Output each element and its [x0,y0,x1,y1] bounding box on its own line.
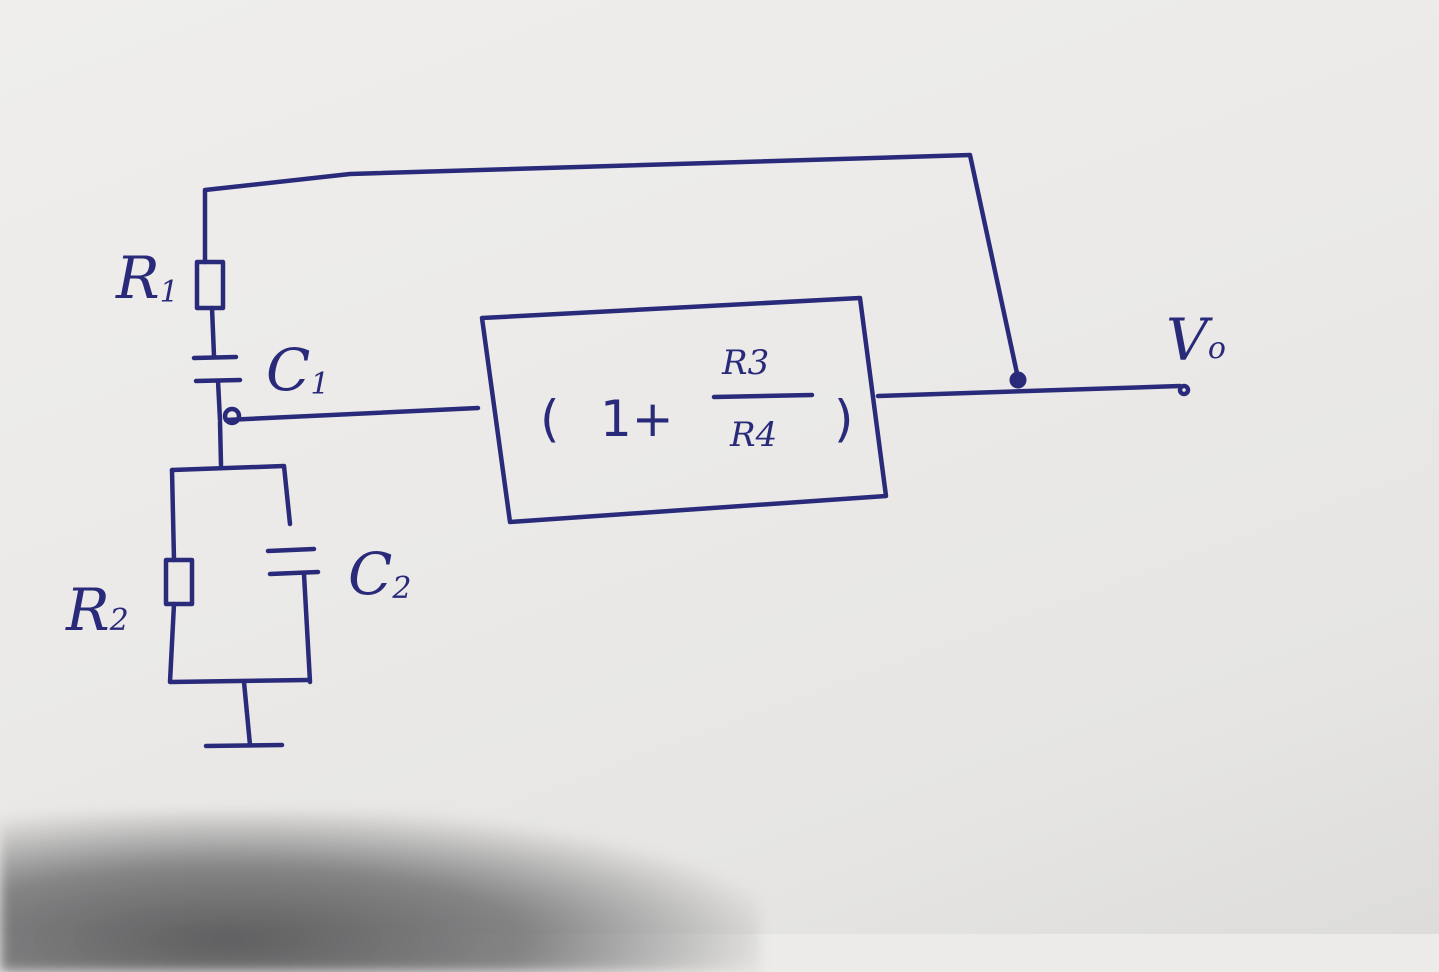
formula-fraction-bar [711,392,815,400]
label-r2: R2 [65,576,129,644]
resistor-r1 [194,259,226,311]
formula-denominator: R4 [729,415,777,455]
amplifier-box [479,295,889,525]
label-r1: R1 [115,244,179,312]
formula-one-plus: 1+ [600,390,674,448]
wire-c2-bottom [301,571,313,685]
node-junction-output [1009,371,1027,389]
node-junction-left [222,406,242,426]
label-c2: C2 [348,540,411,608]
label-vo: Vo [1166,306,1226,374]
formula-open-paren: ( [540,390,560,448]
label-c1: C1 [266,336,329,404]
feedback-wire [202,152,1021,381]
capacitor-c2-plate-bottom [267,569,321,577]
wire-r2-bottom [167,601,311,685]
wire-node-to-branch [217,419,224,468]
ground-symbol [203,742,285,749]
capacitor-c2-plate-top [265,546,317,554]
wire-amplifier-output [875,383,1183,399]
branch-top-wire [169,463,293,527]
resistor-r2 [163,557,195,607]
capacitor-c1-plate-top [191,354,239,361]
circuit-diagram: R1 C1 R2 C2 Vo ( 1+ R3 R4 ) [65,152,1226,749]
wire-to-amplifier-input [223,405,481,423]
formula-numerator: R3 [721,343,769,383]
ground-wire [241,679,253,748]
output-terminal [1177,383,1191,397]
wire-r1-c1 [209,305,217,359]
formula-close-paren: ) [834,390,854,448]
wire-r2-top [169,467,177,563]
wire-c1-node [215,378,223,423]
